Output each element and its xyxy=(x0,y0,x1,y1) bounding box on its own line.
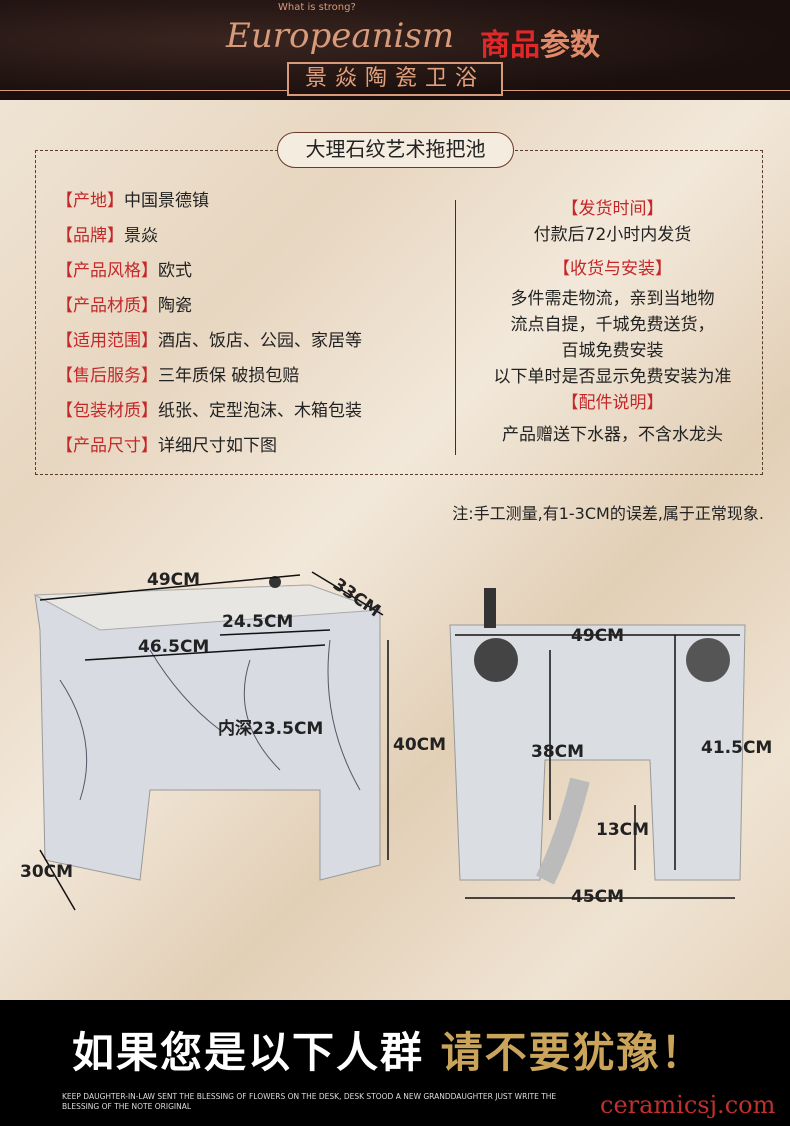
dim-outer-height: 41.5CM xyxy=(701,738,773,758)
footer-text: KEEP DAUGHTER-IN-LAW SENT THE BLESSING O… xyxy=(62,1092,557,1111)
brand-box: 景焱陶瓷卫浴 xyxy=(287,62,503,96)
dim-base-width: 45CM xyxy=(571,887,625,907)
spec-row: 【适用范围】酒店、饭店、公园、家居等 xyxy=(56,326,362,361)
spec-key: 【产品尺寸】 xyxy=(56,436,158,456)
dim-height: 40CM xyxy=(393,735,447,755)
spec-row: 【产品风格】欧式 xyxy=(56,256,362,291)
ship-value: 付款后72小时内发货 xyxy=(533,225,692,245)
front-view-sink xyxy=(33,576,381,881)
spec-value: 景焱 xyxy=(124,226,158,246)
spec-row: 【产品材质】陶瓷 xyxy=(56,291,362,326)
spec-row: 【产品尺寸】详细尺寸如下图 xyxy=(56,431,362,466)
parts-label: 【配件说明】 xyxy=(561,393,664,413)
spec-value: 欧式 xyxy=(158,261,192,281)
spec-row: 【品牌】景焱 xyxy=(56,221,362,256)
spec-key: 【产地】 xyxy=(56,191,124,211)
subtitle: What is strong? xyxy=(278,2,356,13)
measurement-note: 注:手工测量,有1-3CM的误差,属于正常现象. xyxy=(452,504,764,523)
product-diagram xyxy=(33,571,746,911)
dim-width-top: 49CM xyxy=(147,570,201,590)
spec-row: 【包装材质】纸张、定型泡沫、木箱包装 xyxy=(56,396,362,431)
spec-key: 【产品风格】 xyxy=(56,261,158,281)
install-line: 以下单时是否显示免费安装为准 xyxy=(493,367,732,387)
ship-label: 【发货时间】 xyxy=(561,199,664,219)
spec-row: 【售后服务】三年质保 破损包赔 xyxy=(56,361,362,396)
divider xyxy=(455,200,456,455)
dim-inner-width: 46.5CM xyxy=(138,637,210,657)
product-name: 大理石纹艺术拖把池 xyxy=(277,132,514,168)
dim-back-width: 49CM xyxy=(571,626,625,646)
section-title: 商品参数 xyxy=(480,20,600,64)
install-line: 百城免费安装 xyxy=(561,341,664,361)
dimension-lines xyxy=(39,571,740,911)
title-rest: 参数 xyxy=(540,28,600,63)
spec-key: 【售后服务】 xyxy=(56,366,158,386)
spec-value: 三年质保 破损包赔 xyxy=(158,366,300,386)
spec-key: 【适用范围】 xyxy=(56,331,158,351)
dim-inner-depth: 内深23.5CM xyxy=(218,719,324,739)
divider xyxy=(503,90,790,91)
spec-list: 【产地】中国景德镇【品牌】景焱【产品风格】欧式【产品材质】陶瓷【适用范围】酒店、… xyxy=(56,186,362,466)
slogan-gold: 请不要犹豫！ xyxy=(440,1028,705,1077)
spec-key: 【包装材质】 xyxy=(56,401,158,421)
spec-key: 【品牌】 xyxy=(56,226,124,246)
slogan: 如果您是以下人群 请不要犹豫！ xyxy=(72,1028,705,1078)
script-title: Europeanism xyxy=(226,16,455,56)
install-label: 【收货与安装】 xyxy=(553,259,672,279)
footer-banner xyxy=(0,1000,790,1126)
install-line: 多件需走物流，亲到当地物 xyxy=(510,289,715,309)
spec-row: 【产地】中国景德镇 xyxy=(56,186,362,221)
spec-value: 详细尺寸如下图 xyxy=(158,436,277,456)
dim-inner-height: 38CM xyxy=(531,742,585,762)
dim-basin-width: 24.5CM xyxy=(222,612,294,632)
parts-value: 产品赠送下水器，不含水龙头 xyxy=(502,425,723,445)
title-red: 商品 xyxy=(480,28,540,63)
shipping-info: 【发货时间】 付款后72小时内发货 【收货与安装】 多件需走物流，亲到当地物 流… xyxy=(460,196,765,448)
install-line: 流点自提，千城免费送货， xyxy=(510,315,715,335)
spec-key: 【产品材质】 xyxy=(56,296,158,316)
spec-value: 中国景德镇 xyxy=(124,191,209,211)
slogan-white: 如果您是以下人群 xyxy=(72,1028,441,1077)
dim-foot: 30CM xyxy=(20,862,74,882)
back-view-sink xyxy=(449,588,746,885)
spec-value: 陶瓷 xyxy=(158,296,192,316)
divider xyxy=(0,90,287,91)
watermark: ceramicsj.com xyxy=(600,1091,776,1119)
spec-value: 纸张、定型泡沫、木箱包装 xyxy=(158,401,362,421)
spec-value: 酒店、饭店、公园、家居等 xyxy=(158,331,362,351)
header-banner: What is strong? Europeanism 商品参数 景焱陶瓷卫浴 xyxy=(0,0,790,100)
dim-gap-height: 13CM xyxy=(596,820,650,840)
